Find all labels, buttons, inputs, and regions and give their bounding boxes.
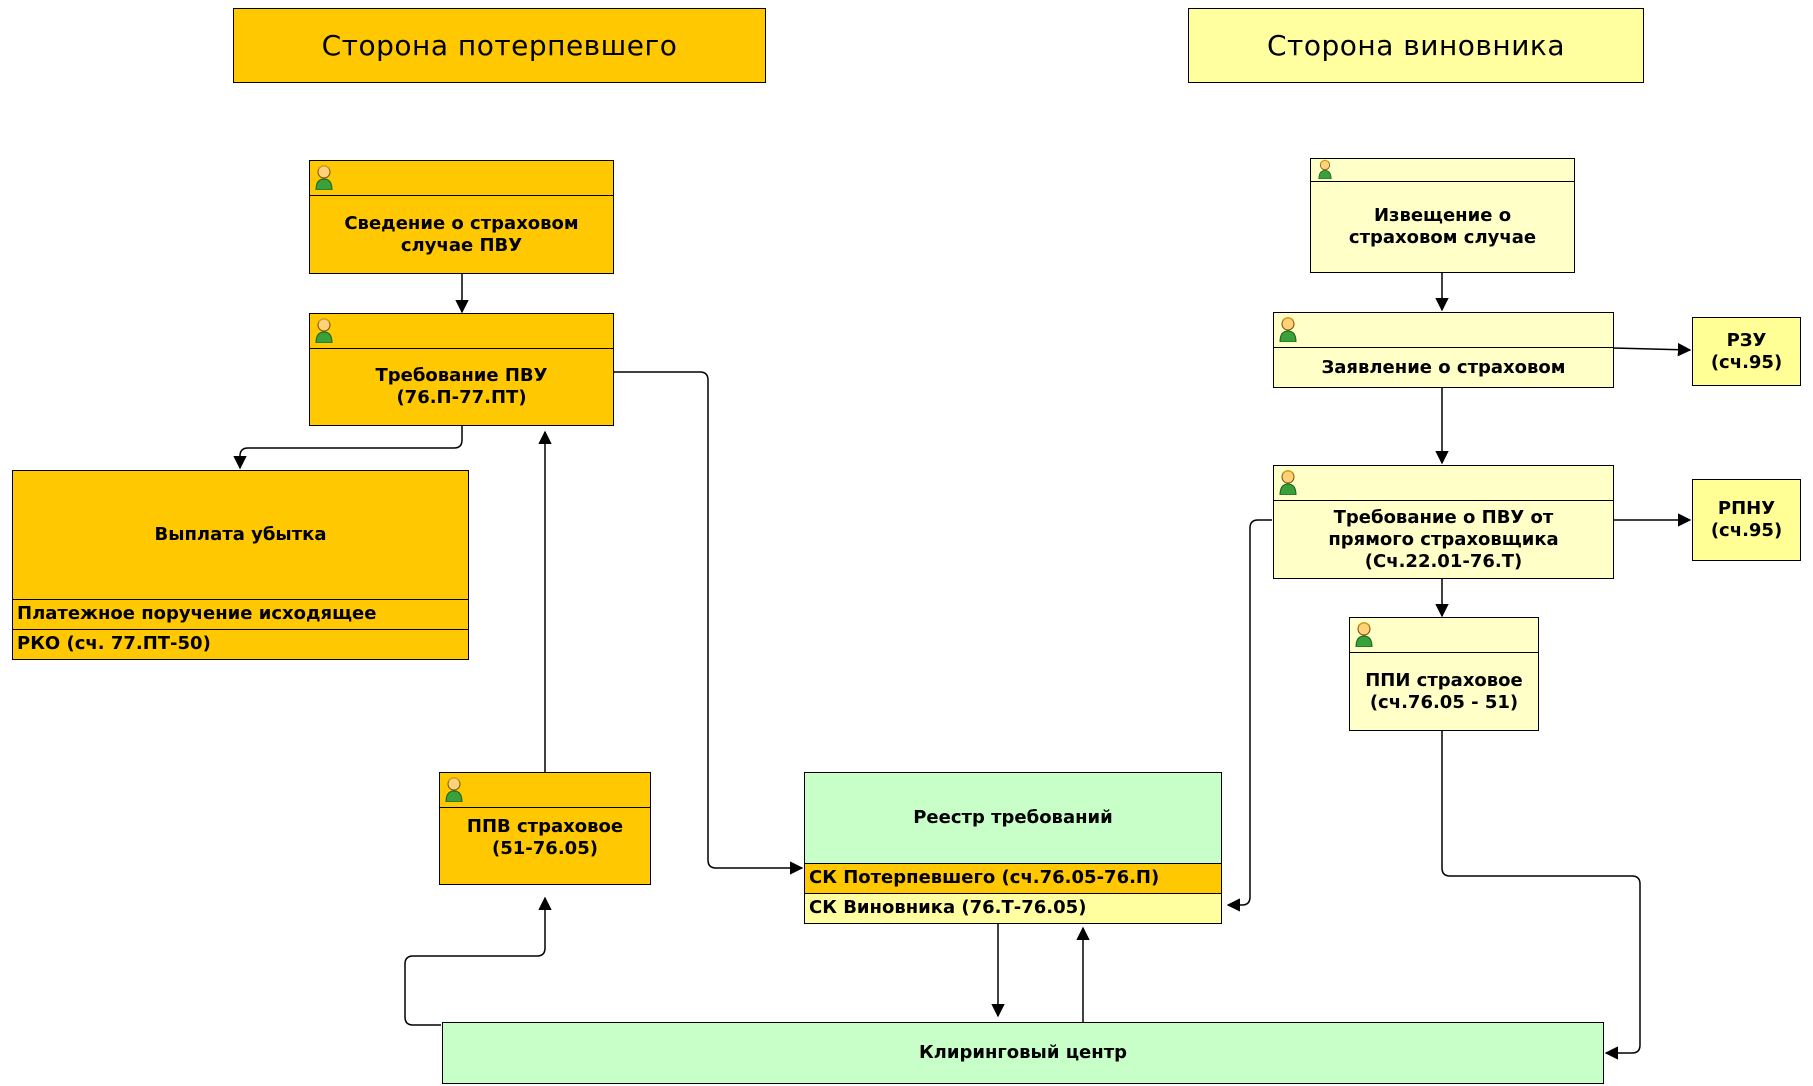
- trebovanie-ot-box[interactable]: Требование о ПВУ от прямого страховщика …: [1273, 465, 1614, 579]
- ppv-label: ППВ страховое (51-76.05): [466, 816, 624, 859]
- victim-side-header: Сторона потерпевшего: [233, 8, 766, 83]
- vyplata-row-platezhnoe[interactable]: Платежное поручение исходящее: [13, 599, 468, 629]
- person-icon: [1279, 317, 1297, 342]
- svedenie-iconbar: [310, 161, 613, 196]
- person-icon: [315, 318, 333, 343]
- svedenie-box[interactable]: Сведение о страховом случае ПВУ: [309, 160, 614, 274]
- trebovanie-pvu-label: Требование ПВУ (76.П-77.ПТ): [375, 365, 548, 408]
- link-zayavlenie-to-rzu: [1612, 342, 1692, 357]
- culprit-side-header-label: Сторона виновника: [1267, 29, 1565, 62]
- ppv-box[interactable]: ППВ страховое (51-76.05): [439, 772, 651, 885]
- link-klirin-to-ppv: [404, 896, 552, 1026]
- person-icon: [1355, 622, 1373, 647]
- vyplata-label: Выплата убытка: [154, 524, 327, 545]
- trebovanie-ot-iconbar: [1274, 466, 1613, 501]
- rzu-box[interactable]: РЗУ (сч.95): [1692, 317, 1801, 386]
- klirin-label: Клиринговый центр: [918, 1042, 1128, 1063]
- ppi-label: ППИ страховое (сч.76.05 - 51): [1365, 669, 1523, 713]
- victim-side-header-label: Сторона потерпевшего: [321, 29, 678, 62]
- ppv-iconbar: [440, 773, 650, 808]
- zayavlenie-label: Заявление о страховом: [1321, 356, 1566, 378]
- zayavlenie-box[interactable]: Заявление о страховом: [1273, 312, 1614, 388]
- trebovanie-pvu-box[interactable]: Требование ПВУ (76.П-77.ПТ): [309, 313, 614, 426]
- reestr-row-postradavshego[interactable]: СК Потерпевшего (сч.76.05-76.П): [805, 863, 1221, 893]
- vyplata-row-rko[interactable]: РКО (сч. 77.ПТ-50): [13, 629, 468, 659]
- link-ppi-to-klirin: [1441, 730, 1641, 1060]
- trebovanie-ot-label: Требование о ПВУ от прямого страховщика …: [1328, 506, 1559, 572]
- reestr-box[interactable]: Реестр требований СК Потерпевшего (сч.76…: [804, 772, 1222, 924]
- trebovanie-pvu-iconbar: [310, 314, 613, 349]
- izveshenie-box[interactable]: Извещение о страховом случае: [1310, 158, 1575, 273]
- ppi-box[interactable]: ППИ страховое (сч.76.05 - 51): [1349, 617, 1539, 731]
- link-trebovanie-to-vyplata: [233, 425, 463, 470]
- zayavlenie-iconbar: [1274, 313, 1613, 348]
- rpnu-label: РПНУ (сч.95): [1710, 498, 1783, 541]
- rpnu-box[interactable]: РПНУ (сч.95): [1692, 479, 1801, 561]
- rzu-label: РЗУ (сч.95): [1710, 329, 1783, 373]
- person-icon: [1318, 159, 1332, 179]
- klirin-box[interactable]: Клиринговый центр: [442, 1022, 1604, 1084]
- svedenie-label: Сведение о страховом случае ПВУ: [344, 212, 579, 256]
- link-trebovanie-to-reestr: [613, 371, 804, 875]
- vyplata-box[interactable]: Выплата убытка Платежное поручение исход…: [12, 470, 469, 660]
- person-icon: [1279, 470, 1297, 495]
- reestr-label: Реестр требований: [913, 807, 1113, 828]
- link-trebovanie-ot-to-reestr: [1226, 519, 1272, 912]
- ppi-iconbar: [1350, 618, 1538, 653]
- izveshenie-label: Извещение о страховом случае: [1348, 205, 1537, 248]
- izveshenie-iconbar: [1311, 159, 1574, 182]
- culprit-side-header: Сторона виновника: [1188, 8, 1644, 83]
- person-icon: [445, 777, 463, 802]
- person-icon: [315, 165, 333, 190]
- reestr-row-vinovnika[interactable]: СК Виновника (76.Т-76.05): [805, 893, 1221, 923]
